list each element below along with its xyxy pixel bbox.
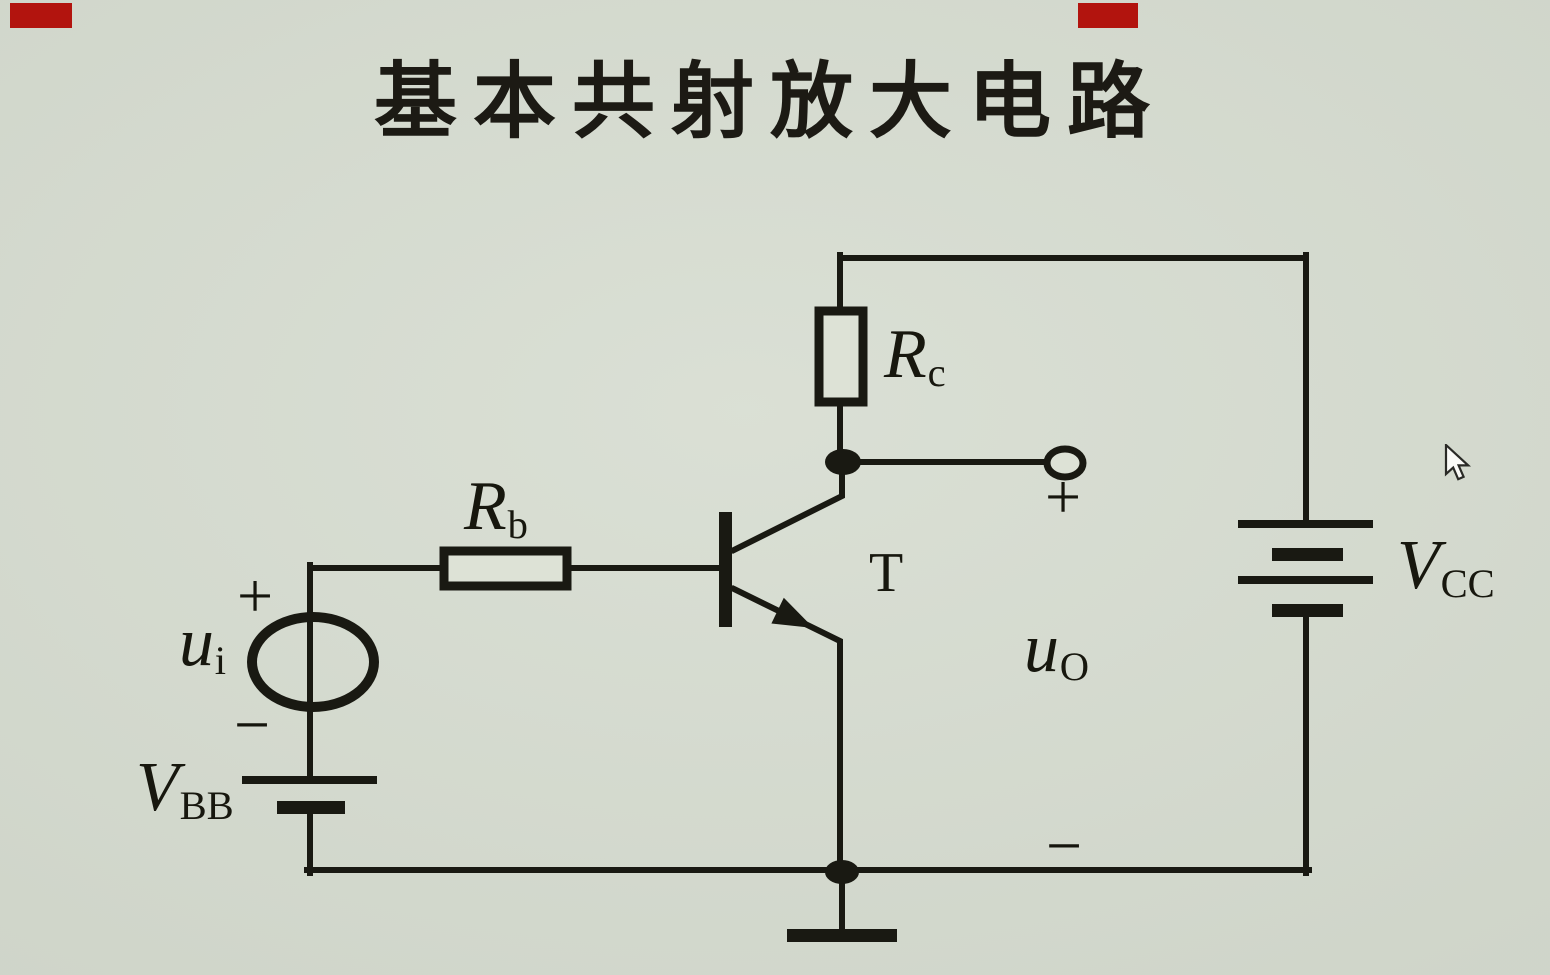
resistor-rc-body <box>814 306 868 407</box>
label-rc: Rc <box>884 316 946 395</box>
output-plus-sign: + <box>1044 461 1082 532</box>
output-terminal-circle <box>1043 445 1087 481</box>
red-indicator-left <box>10 3 72 28</box>
output-minus-sign: − <box>1045 810 1083 881</box>
battery-vcc-plate-long-2 <box>1238 576 1373 584</box>
red-indicator-right <box>1078 3 1138 28</box>
label-uo: uO <box>1024 610 1090 689</box>
wire-emitter <box>729 584 843 875</box>
battery-vcc-plate-long-1 <box>1238 520 1373 528</box>
input-plus-sign: + <box>236 560 274 631</box>
page-title: 基本共射放大电路 <box>374 52 1166 150</box>
transistor-base-bar <box>719 512 732 627</box>
label-vbb: VBB <box>136 749 234 828</box>
label-rb: Rb <box>464 468 528 547</box>
ground-icon <box>787 929 897 942</box>
label-transistor: T <box>869 542 904 604</box>
resistor-rb-body <box>439 546 572 591</box>
battery-vbb-plate-short <box>277 801 345 814</box>
battery-vcc-plate-short-2 <box>1272 604 1343 617</box>
battery-vbb-plate-long <box>242 776 377 784</box>
battery-vcc-plate-short-1 <box>1272 548 1343 561</box>
emitter-arrow-icon <box>771 597 814 628</box>
node-dot-ground <box>825 860 859 884</box>
mouse-cursor-icon <box>1444 444 1472 481</box>
label-vcc: VCC <box>1397 527 1495 606</box>
input-minus-sign: − <box>233 689 271 760</box>
node-dot-collector <box>825 449 861 475</box>
source-circle <box>247 612 379 712</box>
label-ui: ui <box>179 604 227 683</box>
wire-collector <box>729 461 845 555</box>
